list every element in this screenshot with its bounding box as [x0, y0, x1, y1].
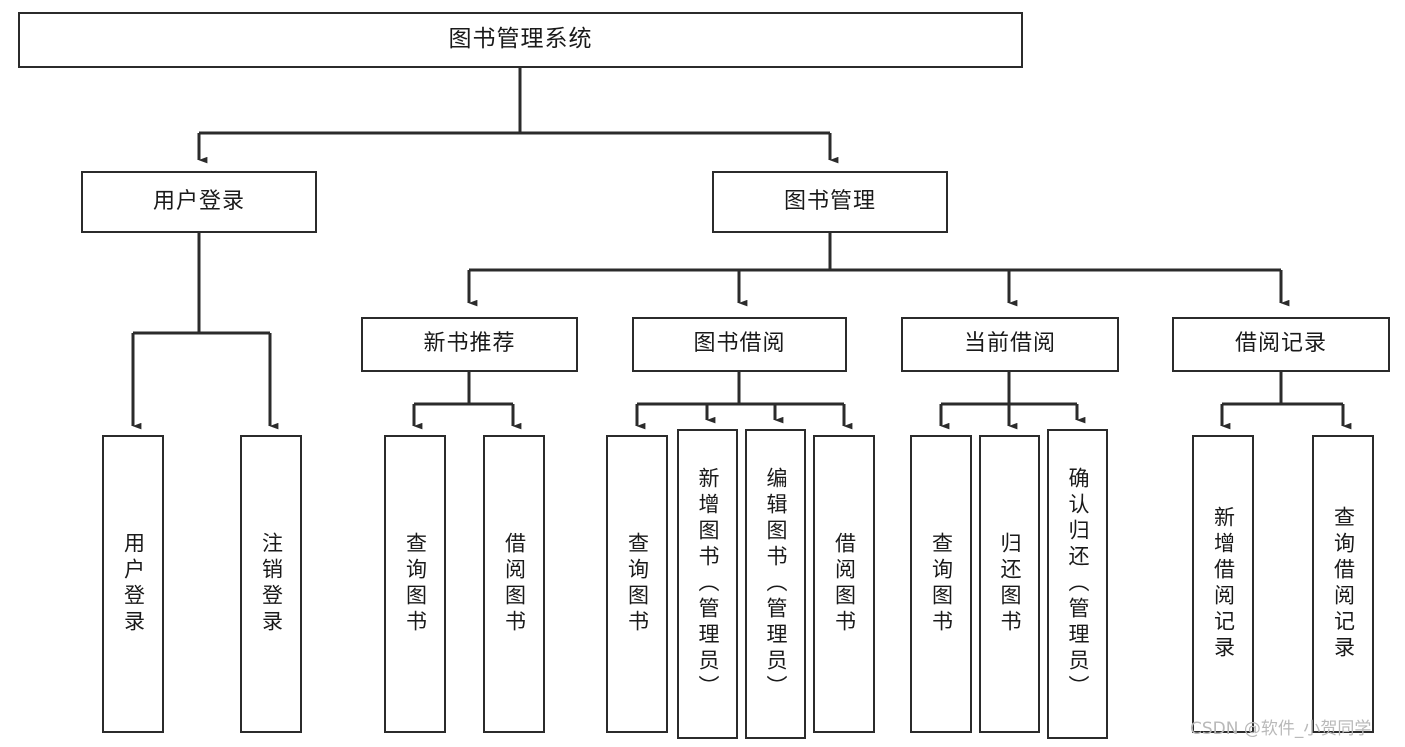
node-label: 确认归还（管理员） [1066, 467, 1090, 701]
node-borrow-record[interactable]: 借阅记录 [1172, 317, 1390, 372]
leaf-borrow-book-borrow[interactable]: 借阅图书 [813, 435, 875, 733]
node-label: 归还图书 [998, 532, 1022, 636]
leaf-borrow-book-new-recommend[interactable]: 借阅图书 [483, 435, 545, 733]
leaf-query-borrow-record[interactable]: 查询借阅记录 [1312, 435, 1374, 733]
node-label: 查询图书 [625, 532, 650, 636]
node-new-book-recommend[interactable]: 新书推荐 [361, 317, 578, 372]
node-label: 借阅记录 [1234, 331, 1327, 357]
node-label: 当前借阅 [963, 331, 1056, 357]
leaf-logout-login[interactable]: 注销登录 [240, 435, 302, 733]
leaf-user-login[interactable]: 用户登录 [102, 435, 164, 733]
node-current-borrow[interactable]: 当前借阅 [901, 317, 1119, 372]
node-label: 查询图书 [929, 532, 954, 636]
node-label: 查询借阅记录 [1331, 506, 1356, 662]
node-label: 新书推荐 [423, 331, 516, 357]
leaf-edit-book-admin[interactable]: 编辑图书（管理员） [745, 429, 806, 739]
node-label: 注销登录 [259, 532, 284, 636]
leaf-confirm-return-admin[interactable]: 确认归还（管理员） [1047, 429, 1108, 739]
node-label: 图书管理系统 [448, 26, 593, 53]
node-label: 图书借阅 [693, 331, 786, 357]
node-root-book-management-system[interactable]: 图书管理系统 [18, 12, 1023, 68]
node-user-login[interactable]: 用户登录 [81, 171, 317, 233]
node-book-management[interactable]: 图书管理 [712, 171, 948, 233]
leaf-query-book-current[interactable]: 查询图书 [910, 435, 972, 733]
node-label: 查询图书 [403, 532, 428, 636]
node-book-borrow[interactable]: 图书借阅 [632, 317, 847, 372]
leaf-query-book-new-recommend[interactable]: 查询图书 [384, 435, 446, 733]
node-label: 借阅图书 [502, 532, 527, 636]
node-label: 用户登录 [121, 532, 146, 636]
leaf-return-book[interactable]: 归还图书 [979, 435, 1040, 733]
leaf-add-book-admin[interactable]: 新增图书（管理员） [677, 429, 738, 739]
node-label: 编辑图书（管理员） [764, 467, 788, 701]
node-label: 图书管理 [783, 188, 876, 214]
leaf-add-borrow-record[interactable]: 新增借阅记录 [1192, 435, 1254, 733]
node-label: 新增图书（管理员） [696, 467, 720, 701]
node-label: 借阅图书 [832, 532, 857, 636]
node-label: 新增借阅记录 [1211, 506, 1236, 662]
leaf-query-book-borrow[interactable]: 查询图书 [606, 435, 668, 733]
node-label: 用户登录 [152, 188, 245, 214]
